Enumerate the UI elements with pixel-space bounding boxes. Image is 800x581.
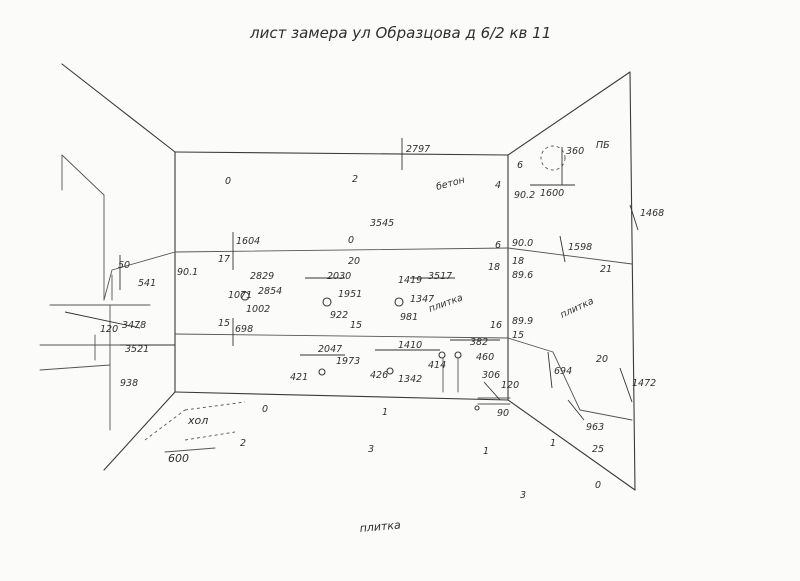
label-698: 698 xyxy=(235,324,253,335)
label-r-18b: 18 xyxy=(512,256,524,267)
label-541: 541 xyxy=(138,278,156,289)
label-n-20: 20 xyxy=(348,256,360,267)
label-r-89-6: 89.6 xyxy=(512,270,533,281)
label-drain-90: 90 xyxy=(497,408,509,419)
label-socket2-x: 2030 xyxy=(327,271,351,282)
label-r-18: 18 xyxy=(488,262,500,273)
label-r-1600: 1600 xyxy=(540,188,564,199)
label-3478: 3478 xyxy=(122,320,146,331)
fixture-markers xyxy=(240,145,566,411)
label-r-pb: ПБ xyxy=(596,140,610,151)
label-n-1c: 1 xyxy=(550,438,556,449)
label-socket1-x: 2829 xyxy=(250,271,274,282)
label-socket3-h: 981 xyxy=(400,312,418,323)
label-pipe4-d: 306 xyxy=(482,370,500,381)
label-n-0c: 0 xyxy=(262,404,268,415)
label-n-3a: 3 xyxy=(368,444,374,455)
label-pipe2-x: 1410 xyxy=(398,340,422,351)
label-3521: 3521 xyxy=(125,344,149,355)
label-drain-120: 120 xyxy=(501,380,519,391)
label-17: 17 xyxy=(218,254,230,265)
label-r-16: 16 xyxy=(490,320,502,331)
label-938: 938 xyxy=(120,378,138,389)
label-r-89-9: 89.9 xyxy=(512,316,533,327)
label-r-1472: 1472 xyxy=(632,378,656,389)
label-pipe2-h: 426 xyxy=(370,370,388,381)
label-tile-right: плитка xyxy=(559,296,596,321)
label-pipe4-l: 460 xyxy=(476,352,494,363)
label-beton: бетон xyxy=(435,175,466,193)
sheet-title: лист замера ул Образцова д 6/2 кв 11 xyxy=(249,24,551,42)
label-back-width-upper: 3545 xyxy=(370,218,394,229)
label-r-1468: 1468 xyxy=(640,208,664,219)
label-r-90-0: 90.0 xyxy=(512,238,533,249)
label-socket1-y: 1071 xyxy=(228,290,252,301)
label-socket2-h: 922 xyxy=(330,310,348,321)
label-r-90-2: 90.2 xyxy=(514,190,535,201)
label-hol: хол xyxy=(187,414,208,427)
label-15: 15 xyxy=(218,318,230,329)
label-pipe1-x: 2047 xyxy=(318,344,342,355)
label-socket2-d: 1951 xyxy=(338,289,362,300)
label-pipe2-d: 1342 xyxy=(398,374,422,385)
label-n-15: 15 xyxy=(350,320,362,331)
label-r-15: 15 xyxy=(512,330,524,341)
label-1604: 1604 xyxy=(236,236,260,247)
label-n-2b: 2 xyxy=(240,438,246,449)
label-50: 50 xyxy=(118,260,130,271)
label-pipe1-d: 1973 xyxy=(336,356,360,367)
label-n-0d: 0 xyxy=(595,480,601,491)
label-120: 120 xyxy=(100,324,118,335)
measurement-labels: 2797 бетон 3545 3517 плитка плитка плитк… xyxy=(100,140,664,535)
label-r-6: 6 xyxy=(517,160,523,171)
label-n-0b: 0 xyxy=(348,235,354,246)
label-tile-floor: плитка xyxy=(359,518,401,535)
label-r-25: 25 xyxy=(592,444,604,455)
label-door-width: 600 xyxy=(168,452,189,465)
label-n-0a: 0 xyxy=(225,176,231,187)
label-90-1: 90.1 xyxy=(177,267,198,278)
label-socket1-d: 2854 xyxy=(258,286,282,297)
label-r-6b: 6 xyxy=(495,240,501,251)
label-n-2a: 2 xyxy=(352,174,358,185)
label-pipe3-h: 414 xyxy=(428,360,446,371)
label-r-1598: 1598 xyxy=(568,242,592,253)
label-r-20: 20 xyxy=(596,354,608,365)
label-n-1a: 1 xyxy=(382,407,388,418)
dimension-arrows xyxy=(64,138,639,421)
label-back-width-lower: 3517 xyxy=(428,271,452,282)
label-socket3-x: 1419 xyxy=(398,275,422,286)
label-r-963: 963 xyxy=(586,422,604,433)
label-pipe1-h: 421 xyxy=(290,372,308,383)
label-pipe4-x: 382 xyxy=(470,337,488,348)
label-r-21: 21 xyxy=(600,264,612,275)
label-n-3b: 3 xyxy=(520,490,526,501)
label-r-360: 360 xyxy=(566,146,584,157)
label-r-694: 694 xyxy=(554,366,572,377)
label-ceiling-height: 2797 xyxy=(406,144,430,155)
label-socket3-d: 1347 xyxy=(410,294,434,305)
label-socket1-h: 1002 xyxy=(246,304,270,315)
label-n-1b: 1 xyxy=(483,446,489,457)
label-r-4: 4 xyxy=(495,180,501,191)
